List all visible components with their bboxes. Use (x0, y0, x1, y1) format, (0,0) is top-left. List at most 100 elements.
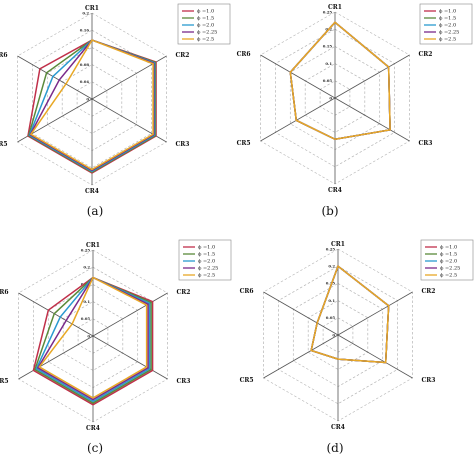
axis-label-cr2: CR2 (418, 51, 432, 58)
axis-label-cr1: CR1 (85, 5, 99, 12)
tick-label: 0 (332, 332, 335, 337)
legend-label-3: ϕ =2.0 (198, 259, 215, 265)
axis-label-cr2: CR2 (421, 288, 435, 295)
legend-label-5: ϕ =2.5 (439, 37, 456, 43)
legend-label-1: ϕ =1.0 (197, 9, 214, 15)
axis-label-cr6: CR6 (0, 289, 9, 296)
legend-label-2: ϕ =1.5 (197, 16, 214, 22)
radar-panel-1: 00.040.080.120.160.2CR1CR2CR3CR4CR5CR6ϕ … (0, 3, 231, 218)
tick-label: 0.05 (323, 78, 333, 83)
tick-label: 0.25 (323, 9, 333, 14)
legend-label-1: ϕ =1.0 (439, 9, 456, 15)
legend-label-2: ϕ =1.5 (439, 16, 456, 22)
axis-label-cr3: CR3 (418, 140, 432, 147)
axis-spoke (337, 291, 413, 336)
legend-label-1: ϕ =1.0 (440, 245, 457, 251)
tick-label: 0.15 (323, 44, 333, 49)
legend: ϕ =1.0ϕ =1.5ϕ =2.0ϕ =2.25ϕ =2.5 (178, 239, 232, 281)
axis-label-cr3: CR3 (176, 378, 190, 385)
axis-label-cr3: CR3 (421, 377, 435, 384)
legend-label-5: ϕ =2.5 (197, 37, 214, 43)
tick-label: 0.1 (328, 298, 335, 303)
axis-spoke (334, 54, 410, 99)
legend-label-1: ϕ =1.0 (198, 245, 215, 251)
panel-label: (d) (326, 441, 343, 455)
legend-label-5: ϕ =2.5 (198, 273, 215, 279)
axis-spoke (263, 291, 339, 336)
tick-label: 0.15 (326, 281, 336, 286)
axis-label-cr6: CR6 (240, 288, 254, 295)
axis-spoke (18, 292, 94, 337)
legend-label-2: ϕ =1.5 (440, 252, 457, 258)
axis-label-cr6: CR6 (0, 52, 8, 59)
series-5-polygon (38, 276, 148, 399)
series-2-polygon (310, 264, 390, 364)
series-5-polygon (310, 264, 390, 364)
axis-label-cr6: CR6 (237, 51, 251, 58)
axis-label-cr5: CR5 (0, 378, 9, 385)
legend: ϕ =1.0ϕ =1.5ϕ =2.0ϕ =2.25ϕ =2.5 (420, 239, 474, 281)
tick-label: 0 (86, 96, 89, 101)
tick-label: 0.2 (83, 265, 90, 270)
series-4-polygon (36, 276, 149, 401)
tick-label: 0 (87, 333, 90, 338)
axis-label-cr2: CR2 (176, 289, 190, 296)
panel-label: (c) (87, 441, 103, 455)
panel-label: (b) (321, 204, 338, 218)
series-1-polygon (32, 276, 154, 406)
axis-label-cr2: CR2 (175, 52, 189, 59)
axis-spoke (337, 334, 413, 379)
axis-label-cr4: CR4 (86, 425, 100, 432)
tick-label: 0.1 (83, 299, 90, 304)
legend: ϕ =1.0ϕ =1.5ϕ =2.0ϕ =2.25ϕ =2.5 (177, 3, 231, 45)
tick-label: 0.05 (81, 316, 91, 321)
axis-spoke (92, 292, 168, 337)
tick-label: 0.25 (326, 246, 336, 251)
tick-label: 0.1 (325, 61, 332, 66)
series-5-polygon (289, 21, 391, 141)
legend-label-3: ϕ =2.0 (197, 23, 214, 29)
tick-label: 0.08 (80, 62, 90, 67)
axis-label-cr3: CR3 (175, 141, 189, 148)
axis-label-cr5: CR5 (237, 140, 251, 147)
tick-label: 0.25 (81, 247, 91, 252)
tick-label: 0 (329, 95, 332, 100)
tick-label: 0.2 (82, 10, 89, 15)
legend-label-4: ϕ =2.25 (198, 266, 218, 272)
axis-spoke (260, 54, 336, 99)
axis-label-cr4: CR4 (331, 424, 345, 431)
axis-label-cr1: CR1 (328, 4, 342, 11)
axis-label-cr5: CR5 (240, 377, 254, 384)
axis-spoke (17, 55, 93, 100)
axis-label-cr1: CR1 (331, 241, 345, 248)
series-5-polygon (29, 39, 154, 171)
axis-label-cr4: CR4 (85, 188, 99, 195)
axis-spoke (334, 97, 410, 142)
tick-label: 0.2 (328, 264, 335, 269)
axis-spoke (92, 335, 168, 380)
tick-label: 0.04 (80, 79, 90, 84)
series-1-polygon (310, 264, 390, 364)
tick-label: 0.05 (326, 315, 336, 320)
tick-label: 0.16 (80, 28, 90, 33)
legend-label-3: ϕ =2.0 (440, 259, 457, 265)
legend-label-3: ϕ =2.0 (439, 23, 456, 29)
axis-spoke (260, 97, 336, 142)
axis-spoke (263, 334, 339, 379)
legend-label-2: ϕ =1.5 (198, 252, 215, 258)
axis-label-cr5: CR5 (0, 141, 8, 148)
series-2-polygon (33, 276, 152, 404)
legend: ϕ =1.0ϕ =1.5ϕ =2.0ϕ =2.25ϕ =2.5 (419, 3, 473, 45)
series-4-polygon (310, 264, 390, 364)
axis-spoke (18, 335, 94, 380)
series-3-polygon (35, 276, 151, 403)
series-3-polygon (310, 264, 390, 364)
legend-label-4: ϕ =2.25 (197, 30, 217, 36)
legend-label-4: ϕ =2.25 (440, 266, 460, 272)
panel-label: (a) (87, 204, 104, 218)
axis-label-cr4: CR4 (328, 187, 342, 194)
